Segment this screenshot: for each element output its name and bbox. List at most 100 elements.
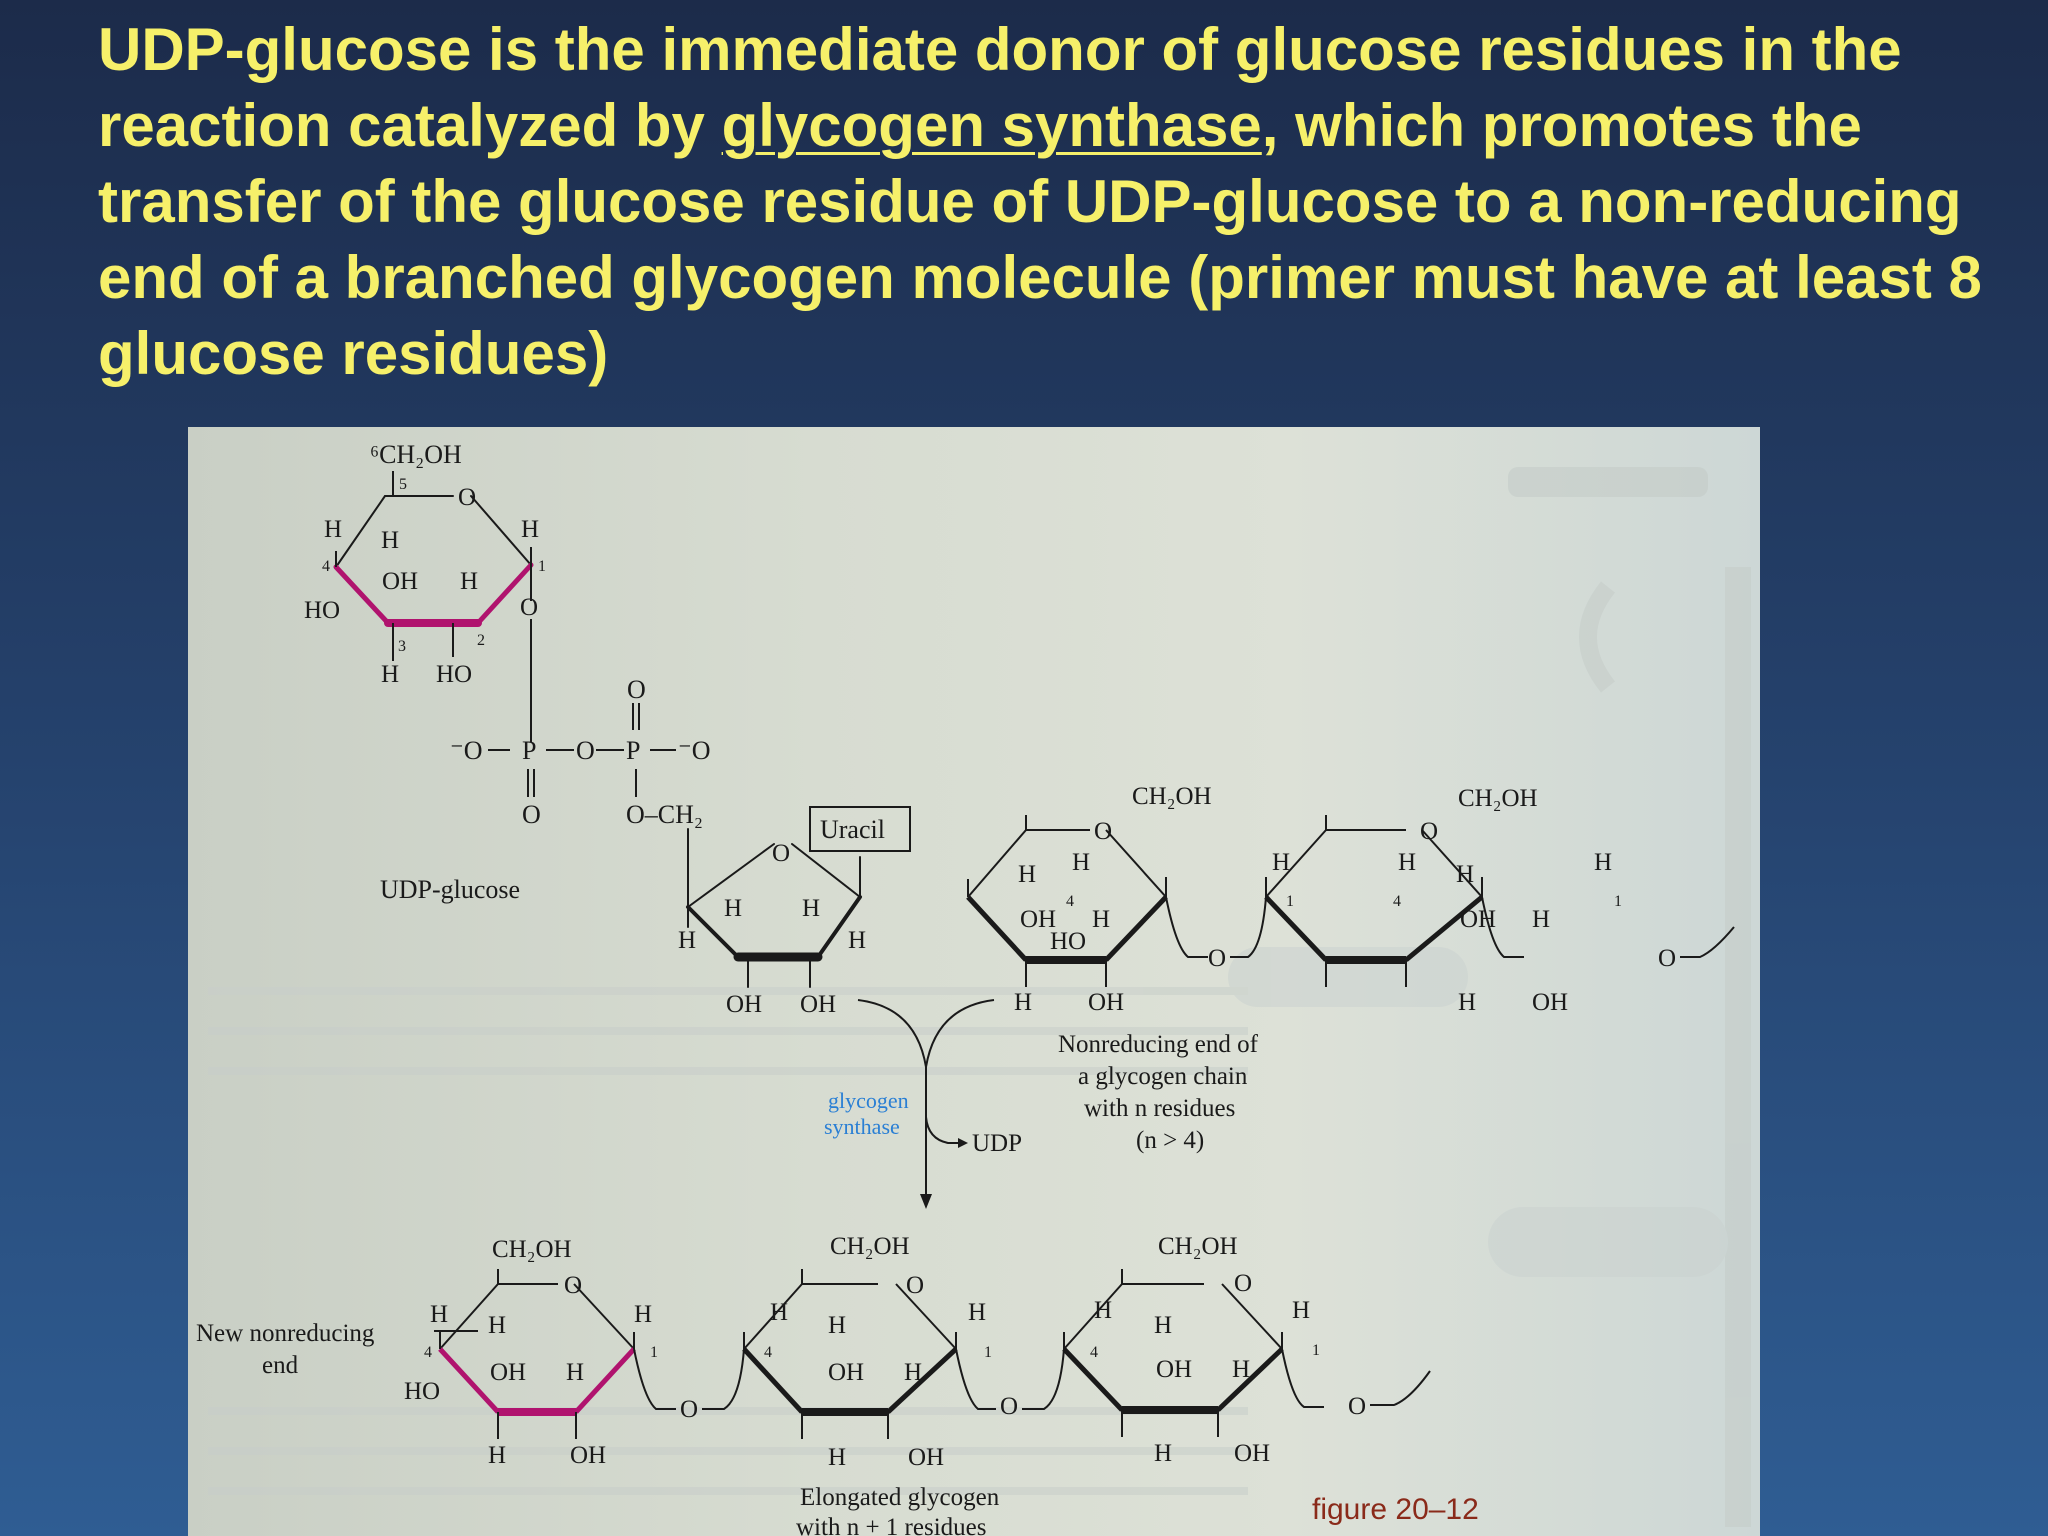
chain-caption-line-1: Nonreducing end of — [1058, 1031, 1259, 1058]
chain-top-1-h-c2: H — [1092, 906, 1110, 933]
uracil-label: Uracil — [820, 815, 885, 844]
udp-product-label: UDP — [972, 1130, 1022, 1157]
udp-glucose-ring-o: O — [458, 484, 476, 511]
chain-top-2-h-c5: H — [1456, 861, 1474, 888]
elong-2-h-c3: H — [828, 1444, 846, 1471]
elong-2-ch2oh: CH₂OH — [830, 1233, 910, 1260]
elong-3-num1: 1 — [1312, 1342, 1320, 1359]
phosphate-1-label: P — [522, 736, 536, 765]
diphosphate-bridge: ⁻O P O P ⁻O O O O–CH₂ — [450, 675, 711, 829]
chain-top-1-h-c4: H — [1018, 861, 1036, 888]
chain-top-1-ch2oh: CH₂OH — [1132, 783, 1212, 810]
phosphate-2-label: P — [626, 736, 640, 765]
elongated-caption-line-2: with n + 1 residues — [796, 1514, 986, 1536]
udp-glucose-ring-c1 — [475, 562, 534, 626]
enzyme-label-line-1: glycogen — [828, 1088, 909, 1113]
c4-number: 4 — [322, 558, 330, 575]
elong-3-num4: 4 — [1090, 1344, 1098, 1361]
elongated-residue-2: CH₂OH O H H H 4 1 OH H H OH — [742, 1233, 996, 1471]
elong-3-h-c4: H — [1094, 1297, 1112, 1324]
chain-top-residue-1: CH₂OH O H H H 4 1 OH H HO H OH — [966, 783, 1294, 1016]
chain-top-1-h-c5: H — [1072, 849, 1090, 876]
textbook-figure: ⁶CH₂OH 5 O H H H 1 4 OH H HO O 3 2 H HO … — [188, 427, 1760, 1536]
udp-glucose-ring-c4 — [333, 564, 391, 626]
new-residue: CH₂OH O H H H 4 1 OH H HO H OH — [404, 1236, 676, 1469]
glycogen-synthase-link[interactable]: glycogen synthase — [721, 92, 1262, 159]
elong-2-num4: 4 — [764, 1344, 772, 1361]
elong-3-ring-o: O — [1234, 1270, 1252, 1297]
elong-2-h-c5: H — [828, 1312, 846, 1339]
elong-3-oh-c3: OH — [1156, 1356, 1192, 1383]
udp-glucose-ring-back — [335, 495, 386, 568]
figure-number: figure 20–12 — [1312, 1493, 1479, 1526]
ribose-ring-o: O — [772, 840, 790, 867]
reaction-arrows: glycogen synthase UDP — [824, 999, 1022, 1209]
chain-top-2-h-c3: H — [1458, 989, 1476, 1016]
ribose-h-2: H — [802, 895, 820, 922]
elongated-caption-line-1: Elongated glycogen — [800, 1484, 1000, 1511]
c4-h-label: H — [381, 527, 399, 554]
new-residue-ring-o: O — [564, 1272, 582, 1299]
chain-top-2-h-c2: H — [1532, 906, 1550, 933]
glycogen-chain-top: CH₂OH O H H H 4 1 OH H HO H OH O — [966, 783, 1735, 1154]
c2-number: 2 — [477, 632, 485, 649]
chain-top-2-oh-c3: OH — [1460, 906, 1496, 933]
uracil-box — [809, 806, 911, 852]
c5-number: 5 — [399, 476, 407, 493]
udp-glucose-label: UDP-glucose — [380, 875, 520, 904]
chain-top-1-num1: 1 — [1286, 893, 1294, 910]
elong-end-o: O — [1348, 1393, 1366, 1420]
c5-h-label: H — [324, 516, 342, 543]
elong-2-num1: 1 — [984, 1344, 992, 1361]
chain-top-bridge-o: O — [1208, 945, 1226, 972]
new-residue-oh-c2: OH — [570, 1442, 606, 1469]
ribose-ring — [686, 828, 862, 988]
elong-3-h-c1: H — [1292, 1297, 1310, 1324]
chain-top-1-oh-c3: OH — [1020, 906, 1056, 933]
c1-number: 1 — [538, 558, 546, 575]
new-residue-h-c4: H — [430, 1301, 448, 1328]
chain-top-2-num1: 1 — [1614, 893, 1622, 910]
glycogen-chain-bottom: CH₂OH O H H H 4 1 OH H HO H OH O — [196, 1233, 1431, 1536]
c1-h-label: H — [521, 516, 539, 543]
new-residue-ch2oh: CH₂OH — [492, 1236, 572, 1263]
new-bond-o: O — [680, 1396, 698, 1423]
new-residue-h-c3: H — [488, 1442, 506, 1469]
elong-2-oh-c3: OH — [828, 1359, 864, 1386]
chain-caption-line-3: with n residues — [1084, 1095, 1235, 1122]
chain-top-1-ho-c4: HO — [1050, 928, 1086, 955]
c3-oh-label: OH — [382, 568, 418, 595]
elong-3-oh-c2: OH — [1234, 1440, 1270, 1467]
p1-oxo-label: O — [522, 800, 541, 829]
ch2-link-label: O–CH₂ — [626, 800, 703, 829]
chain-caption-line-2: a glycogen chain — [1078, 1063, 1248, 1090]
reaction-diagram: ⁶CH₂OH 5 O H H H 1 4 OH H HO O 3 2 H HO … — [196, 440, 1751, 1536]
c3-number: 3 — [398, 638, 406, 655]
elongated-residue-3: CH₂OH O H H H 4 1 OH H H OH — [1062, 1233, 1324, 1467]
chain-caption-line-4: (n > 4) — [1136, 1127, 1204, 1154]
chain-top-2-oh-c2: OH — [1532, 989, 1568, 1016]
udp-glucose-ring — [333, 495, 534, 627]
chain-top-2-h-c4: H — [1398, 849, 1416, 876]
new-end-caption-line-2: end — [262, 1352, 299, 1379]
chain-top-2-num4: 4 — [1393, 893, 1401, 910]
glycosidic-o-label: O — [520, 594, 538, 621]
chain-top-1-h-c3: H — [1014, 989, 1032, 1016]
elong-2-h-c1: H — [968, 1299, 986, 1326]
c6-ch2oh-label: ⁶CH₂OH — [370, 440, 462, 469]
elong-2-oh-c2: OH — [908, 1444, 944, 1471]
c2-h-label: H — [460, 568, 478, 595]
new-residue-h-c1: H — [634, 1301, 652, 1328]
udp-glucose-ring-o-c1 — [470, 495, 532, 566]
ribose-h-4: H — [848, 927, 866, 954]
title-text-2: , which promotes the transfer of the glu… — [98, 92, 1982, 387]
elong-3-ch2oh: CH₂OH — [1158, 1233, 1238, 1260]
chain-top-2-ring-o: O — [1420, 818, 1438, 845]
slide-title: UDP-glucose is the immediate donor of gl… — [98, 12, 1998, 392]
ribose-h-1: H — [724, 895, 742, 922]
elong-3-h-c5: H — [1154, 1312, 1172, 1339]
new-residue-num4: 4 — [424, 1344, 432, 1361]
background-page-artifacts — [208, 467, 1751, 1527]
title-text-1: UDP-glucose is the immediate donor of gl… — [98, 16, 1902, 159]
chain-top-2-h-c1: H — [1594, 849, 1612, 876]
